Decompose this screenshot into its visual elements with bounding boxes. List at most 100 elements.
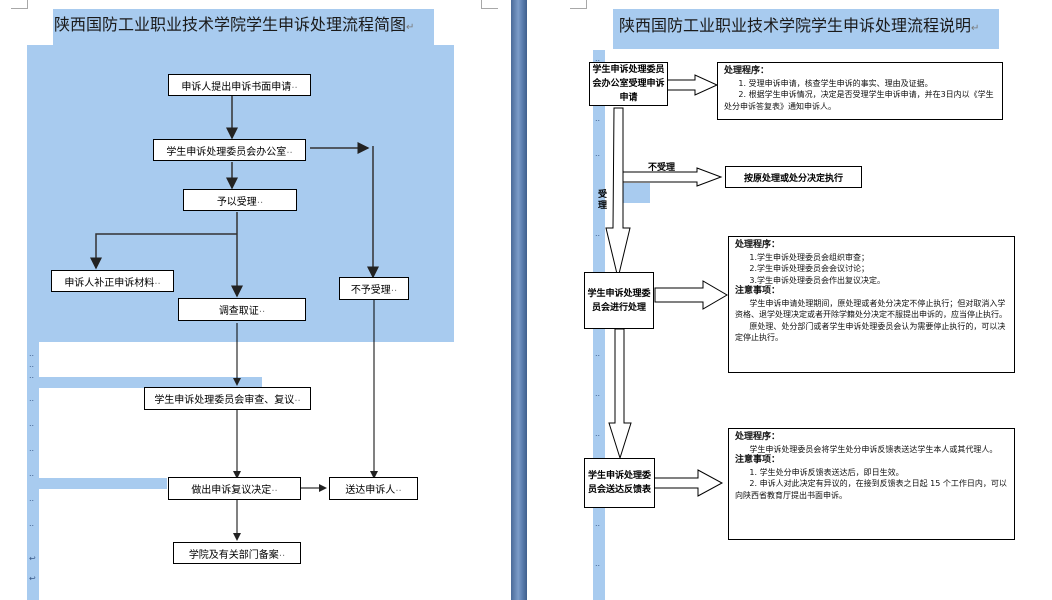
page-corner-mark — [570, 0, 587, 9]
procedure-line: 3.学生申诉处理委员会作出复议决定。 — [749, 275, 886, 285]
node-label: 申诉人补正申诉材料 — [64, 277, 155, 289]
cell-end-mark: .. — [29, 360, 35, 369]
block-arrow-down-1 — [605, 107, 631, 279]
node-archive[interactable]: 学院及有关部门备案.. — [173, 542, 301, 564]
accepted-label: 受理 — [598, 190, 608, 211]
note-line: 2. 申诉人对此决定有异议的，在接到反馈表之日起 15 个工作日内，可以向陕西省… — [735, 479, 1007, 500]
step-label: 学生申诉处理委员会送达反馈表 — [587, 471, 651, 495]
notes-heading: 注意事项： — [735, 286, 781, 296]
step-label: 学生申诉处理委员会进行处理 — [587, 288, 651, 313]
paragraph-mark: ↵ — [971, 23, 980, 34]
cell-end-mark: .. — [395, 483, 402, 494]
node-label: 学院及有关部门备案 — [188, 549, 279, 561]
selection-highlight — [620, 183, 650, 203]
procedure-heading: 处理程序： — [724, 66, 770, 76]
procedure-heading: 处理程序： — [735, 240, 781, 250]
cell-end-mark: .. — [286, 144, 293, 156]
block-arrow-right-3 — [643, 469, 724, 497]
procedure-heading: 处理程序： — [735, 432, 781, 442]
selection-highlight — [39, 377, 262, 388]
step-office-accept[interactable]: 学生申诉处理委员会办公室受理申诉申请 — [589, 62, 668, 106]
cell-end-mark: .. — [595, 149, 601, 158]
cell-end-mark: .. — [595, 389, 601, 398]
note-line: 学生申诉申请处理期间，原处理或者处分决定不停止执行；但对取消入学资格、退学处理决… — [735, 298, 1007, 320]
cell-end-mark: .. — [390, 283, 398, 294]
flow-connectors — [90, 95, 379, 541]
cell-end-mark: .. — [29, 349, 35, 358]
result-label: 按原处理或处分决定执行 — [743, 173, 843, 184]
block-arrow-right-2 — [654, 280, 728, 310]
node-investigate[interactable]: 调查取证.. — [178, 298, 306, 321]
cell-end-mark: .. — [258, 304, 266, 315]
arrow-to-supplement — [90, 233, 237, 270]
node-accept[interactable]: 予以受理.. — [183, 189, 297, 211]
page-corner-mark — [481, 0, 498, 9]
block-arrows — [605, 74, 728, 497]
title-text: 陕西国防工业职业技术学院学生申诉处理流程说明 — [619, 16, 972, 35]
cell-end-mark: .. — [294, 393, 301, 404]
cell-end-mark: .. — [595, 429, 601, 438]
selection-highlight — [613, 9, 999, 49]
cell-end-mark: .. — [29, 469, 35, 478]
node-label: 予以受理 — [216, 196, 257, 208]
return-mark: ↩ — [29, 554, 36, 563]
return-mark: ↩ — [29, 574, 36, 583]
node-supplement[interactable]: 申诉人补正申诉材料.. — [51, 270, 174, 292]
title-text: 陕西国防工业职业技术学院学生申诉处理流程简图 — [54, 15, 407, 34]
procedure-line: 学生申诉处理委员会将学生处分申诉反馈表送达学生本人或其代理人。 — [749, 444, 998, 454]
notes-heading: 注意事项： — [735, 455, 781, 465]
not-accepted-result[interactable]: 按原处理或处分决定执行 — [725, 166, 862, 188]
note-line: 原处理、处分部门或者学生申诉处理委员会认为需要停止执行的，可以决定停止执行。 — [735, 321, 1006, 343]
selection-highlight — [53, 9, 434, 45]
step-2-details: 处理程序： 1.学生申诉处理委员会组织审查； 2.学生申诉处理委员会会议讨论； … — [728, 236, 1015, 373]
node-review[interactable]: 学生申诉处理委员会审查、复议.. — [144, 387, 311, 410]
cell-end-mark: .. — [595, 54, 601, 63]
right-page-title: 陕西国防工业职业技术学院学生申诉处理流程说明↵ — [619, 11, 979, 44]
step-3-details: 处理程序： 学生申诉处理委员会将学生处分申诉反馈表送达学生本人或其代理人。 注意… — [728, 428, 1015, 540]
cell-end-mark: .. — [29, 494, 35, 503]
not-accepted-label: 不受理 — [648, 163, 676, 173]
selection-highlight — [39, 478, 167, 489]
node-label: 不予受理 — [350, 285, 391, 296]
block-arrow-not-accepted — [622, 167, 723, 187]
node-label: 做出申诉复议决定 — [191, 485, 272, 496]
procedure-line: 2. 根据学生申诉情况，决定是否受理学生申诉申请，并在3日内以《学生处分申诉答复… — [724, 90, 994, 111]
cell-end-mark: .. — [29, 519, 35, 528]
node-label: 调查取证 — [218, 306, 259, 317]
page-corner-mark — [11, 0, 28, 9]
cell-end-mark: .. — [271, 483, 278, 494]
procedure-line: 2.学生申诉处理委员会会议讨论； — [749, 264, 870, 273]
selection-highlight — [27, 342, 39, 600]
block-arrow-right-1 — [666, 74, 719, 96]
node-submit[interactable]: 申诉人提出申诉书面申请.. — [168, 74, 311, 96]
cell-end-mark: .. — [29, 444, 35, 453]
cell-end-mark: .. — [291, 79, 298, 91]
procedure-line: 1. 受理申诉申请，核查学生申诉的事实、理由及证据。 — [738, 78, 933, 88]
cell-end-mark: .. — [29, 419, 35, 428]
step-committee-process[interactable]: 学生申诉处理委员会进行处理 — [584, 272, 654, 329]
cell-end-mark: .. — [595, 559, 601, 568]
step-deliver-feedback[interactable]: 学生申诉处理委员会送达反馈表 — [584, 458, 655, 508]
node-label: 学生申诉处理委员会办公室 — [166, 146, 287, 158]
page-process-description: 陕西国防工业职业技术学院学生申诉处理流程说明↵ 学生申诉处理委员会办公室受理申诉… — [527, 0, 1052, 600]
cell-end-mark: .. — [595, 229, 601, 238]
node-label: 申诉人提出申诉书面申请 — [181, 81, 292, 93]
left-page-title: 陕西国防工业职业技术学院学生申诉处理流程简图↵ — [54, 10, 414, 43]
cell-end-mark: .. — [154, 275, 161, 287]
cell-end-mark: .. — [29, 394, 35, 403]
node-reject[interactable]: 不予受理.. — [339, 277, 409, 300]
step-1-details: 处理程序： 1. 受理申诉申请，核查学生申诉的事实、理由及证据。 2. 根据学生… — [717, 62, 1003, 120]
node-label: 学生申诉处理委员会审查、复议 — [154, 395, 295, 406]
procedure-line: 1.学生申诉处理委员会组织审查； — [749, 252, 870, 262]
cell-end-mark: .. — [595, 519, 601, 528]
node-office[interactable]: 学生申诉处理委员会办公室.. — [153, 139, 306, 161]
node-decision[interactable]: 做出申诉复议决定.. — [168, 477, 301, 500]
node-deliver[interactable]: 送达申诉人.. — [329, 477, 418, 500]
cell-end-mark: .. — [595, 114, 601, 123]
page-flowchart-overview: 陕西国防工业职业技术学院学生申诉处理流程简图↵ 申诉人提出申诉书面申请.. 学生… — [0, 0, 511, 600]
cell-end-mark: .. — [256, 194, 264, 206]
block-arrow-down-2 — [608, 328, 632, 460]
step-label: 学生申诉处理委员会办公室受理申诉申请 — [592, 65, 665, 103]
cell-end-mark: .. — [278, 547, 286, 559]
cell-end-mark: .. — [595, 349, 601, 358]
